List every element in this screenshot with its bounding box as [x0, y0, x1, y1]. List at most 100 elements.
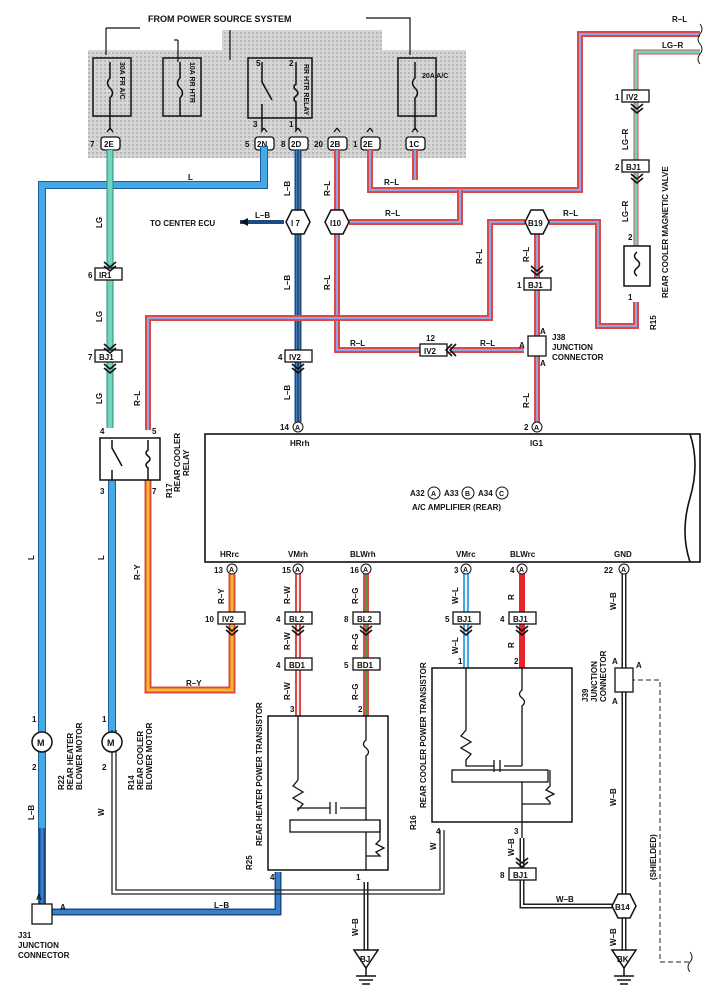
amp-b-a2: A — [295, 567, 300, 574]
wire-label-l-left: L — [27, 555, 36, 560]
pin-bj1-left: 7 — [88, 353, 93, 362]
r25-label: REAR HEATER POWER TRANSISTOR — [255, 702, 264, 846]
r16-pin4: 4 — [436, 827, 441, 836]
junction-i7-label: I 7 — [291, 219, 300, 228]
magnetic-valve-coil — [633, 251, 641, 277]
amp-b-pin4: 4 — [510, 566, 515, 575]
wire-label-ry-2: R–Y — [186, 679, 202, 688]
j31-pin-a-1: A — [36, 893, 42, 902]
r25-box — [267, 715, 389, 871]
j31-label2: CONNECTOR — [18, 951, 70, 960]
wire-label-r-2: R — [507, 642, 516, 648]
r17-label2: RELAY — [182, 449, 191, 476]
wire-w — [111, 730, 445, 895]
to-center-ecu-label: TO CENTER ECU — [150, 219, 215, 228]
conn-2e-left: 2E — [104, 140, 114, 149]
conn-bd1-a — [284, 657, 313, 671]
conn-iv2-rl-label: IV2 — [424, 347, 437, 356]
j31-label1: JUNCTION — [18, 941, 59, 950]
ground-bk: BK — [610, 949, 638, 985]
r17-pin-4: 4 — [100, 427, 105, 436]
pin-bd1-a: 4 — [276, 661, 281, 670]
wire-label-lg-1: LG — [95, 217, 104, 228]
junction-i10: I10 — [324, 209, 350, 235]
j39-pin-a-1: A — [636, 661, 642, 670]
conn-iv2-ry — [217, 611, 246, 625]
conn-iv2-ry-label: IV2 — [222, 615, 235, 624]
wire-label-l-mid: L — [97, 555, 106, 560]
relay-pin-5: 5 — [256, 59, 261, 68]
wire-label-rw-1: R–W — [283, 586, 292, 604]
r17-pin-3: 3 — [100, 487, 105, 496]
r17-id: R17 — [165, 483, 174, 498]
amp-a33-letter: B — [465, 491, 470, 498]
pin-valve-2: 2 — [628, 233, 633, 242]
amp-t-ig1-a: A — [534, 425, 539, 432]
magnetic-valve-id: R15 — [649, 315, 658, 330]
wire-label-lb-1: L–B — [283, 181, 292, 196]
j31-id: J31 — [18, 931, 32, 940]
wire-label-lg-3: LG — [95, 393, 104, 404]
motor-r14-m: M — [107, 738, 115, 748]
conn-bj1-b — [508, 611, 537, 625]
r25-pin2: 2 — [358, 705, 363, 714]
junction-i10-label: I10 — [330, 219, 342, 228]
wire-label-rg-2: R–G — [351, 634, 360, 650]
wire-label-lb-3: L–B — [283, 385, 292, 400]
conn-bj1-left-label: BJ1 — [99, 353, 114, 362]
j38-pin-a-2: A — [540, 327, 546, 336]
ground-bj-label: BJ — [360, 955, 370, 964]
amp-b-pin13: 13 — [214, 566, 223, 575]
r22-id: R22 — [57, 775, 66, 790]
wire-label-rw-2: R–W — [283, 632, 292, 650]
conn-bj1-b-label: BJ1 — [513, 615, 528, 624]
amp-t-vmrh: VMrh — [288, 550, 308, 559]
amp-b-pin16: 16 — [350, 566, 359, 575]
wire-label-rl-top: R–L — [672, 15, 687, 24]
amp-a34-letter: C — [499, 491, 504, 498]
wire-label-lg-2: LG — [95, 311, 104, 322]
conn-bl2-b — [352, 611, 381, 625]
pin-iv2-ry: 10 — [205, 615, 214, 624]
r22-label1: REAR HEATER — [66, 733, 75, 790]
wire-label-rg-1: R–G — [351, 588, 360, 604]
pin-valve-1: 1 — [628, 293, 633, 302]
wire-label-rw-3: R–W — [283, 682, 292, 700]
conn-bj1-a-label: BJ1 — [457, 615, 472, 624]
wire-break-top — [697, 23, 703, 65]
wire-label-lb-5: L–B — [214, 901, 229, 910]
r17-pin-5: 5 — [152, 427, 157, 436]
wire-label-wb-3: W–B — [609, 928, 618, 946]
r14-id: R14 — [127, 775, 136, 790]
amp-terminals-top: A 14 HRrh A 2 IG1 — [280, 421, 543, 448]
wire-label-rl-3: R–L — [384, 178, 399, 187]
conn-pin-7: 7 — [90, 140, 95, 149]
wire-label-wb-5: W–B — [556, 895, 574, 904]
conn-iv2-top — [621, 89, 650, 103]
conn-2n: 2N — [257, 140, 267, 149]
wire-label-lb-4: L–B — [27, 805, 36, 820]
ground-bk-label: BK — [617, 955, 629, 964]
wire-label-wb-1: W–B — [609, 592, 618, 610]
relay-switch — [111, 440, 123, 480]
wire-label-ry-1: R–Y — [133, 564, 142, 580]
wire-rw-rg — [295, 574, 369, 716]
ac-amplifier-title: A32 A A33 B A34 C A/C AMPLIFIER (REAR) — [410, 486, 509, 512]
r25-pin1: 1 — [356, 873, 361, 882]
wire-label-rl-7: R–L — [563, 209, 578, 218]
j38-pin-a-3: A — [540, 359, 546, 368]
wire-rl — [145, 31, 700, 430]
conn-bd1-b — [352, 657, 381, 671]
amp-t-hrrh-pin: 14 — [280, 423, 289, 432]
amp-a32: A32 — [410, 489, 425, 498]
wire-label-rl-5: R–L — [350, 339, 365, 348]
conn-bj1-right-label: BJ1 — [528, 281, 543, 290]
conn-pin-20: 20 — [314, 140, 323, 149]
magnetic-valve-label: REAR COOLER MAGNETIC VALVE — [661, 166, 670, 298]
amp-b-a5: A — [519, 567, 524, 574]
amp-terminals-bottom: HRrc VMrh BLWrh VMrc BLWrc GND A A A A A… — [214, 550, 632, 575]
r14-label2: BLOWER MOTOR — [145, 722, 154, 790]
amp-b-a6: A — [621, 567, 626, 574]
conn-bj1-a — [452, 611, 481, 625]
